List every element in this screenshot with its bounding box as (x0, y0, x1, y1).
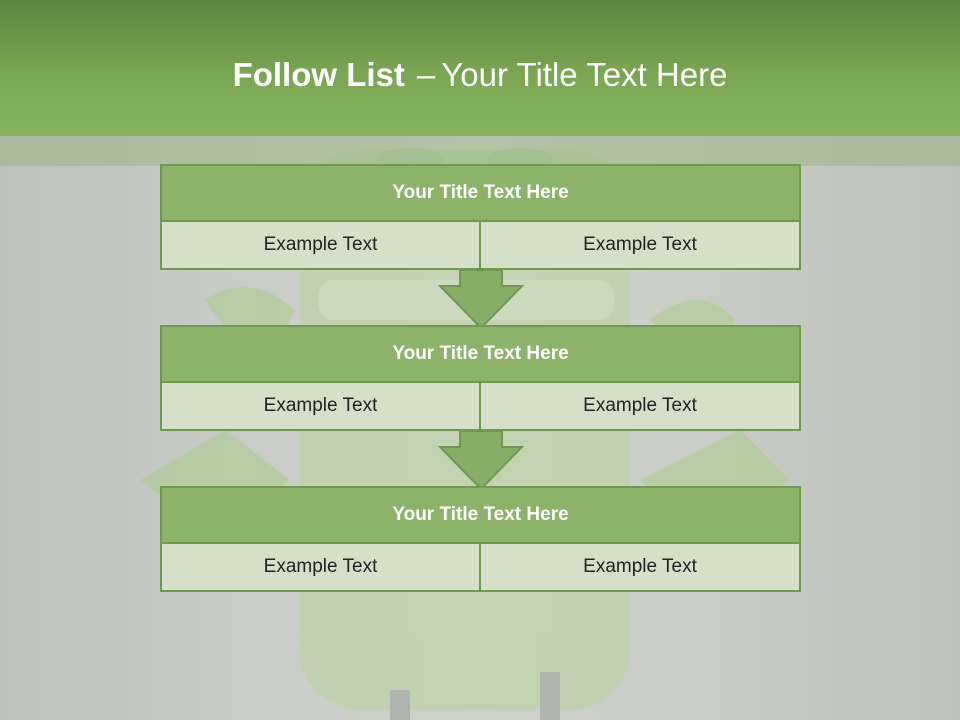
list-block-2: Your Title Text Here Example Text Exampl… (160, 325, 801, 433)
block-left-cell: Example Text (160, 542, 481, 592)
slide-title: Follow List–Your Title Text Here (0, 52, 960, 98)
block-left-cell: Example Text (160, 220, 481, 270)
slide-title-rest: Your Title Text Here (441, 56, 728, 93)
block-left-cell: Example Text (160, 381, 481, 431)
block-title: Your Title Text Here (160, 164, 801, 222)
block-right-cell: Example Text (479, 381, 801, 431)
block-right-cell: Example Text (479, 220, 801, 270)
list-block-3: Your Title Text Here Example Text Exampl… (160, 486, 801, 592)
down-arrow-icon (438, 431, 524, 491)
block-title: Your Title Text Here (160, 325, 801, 383)
block-title: Your Title Text Here (160, 486, 801, 544)
slide-title-bold: Follow List (232, 56, 405, 93)
header-bar (0, 0, 960, 136)
list-block-1: Your Title Text Here Example Text Exampl… (160, 164, 801, 272)
header-band (0, 136, 960, 166)
block-right-cell: Example Text (479, 542, 801, 592)
slide-title-separator: – (416, 56, 436, 93)
down-arrow-icon (438, 270, 524, 330)
